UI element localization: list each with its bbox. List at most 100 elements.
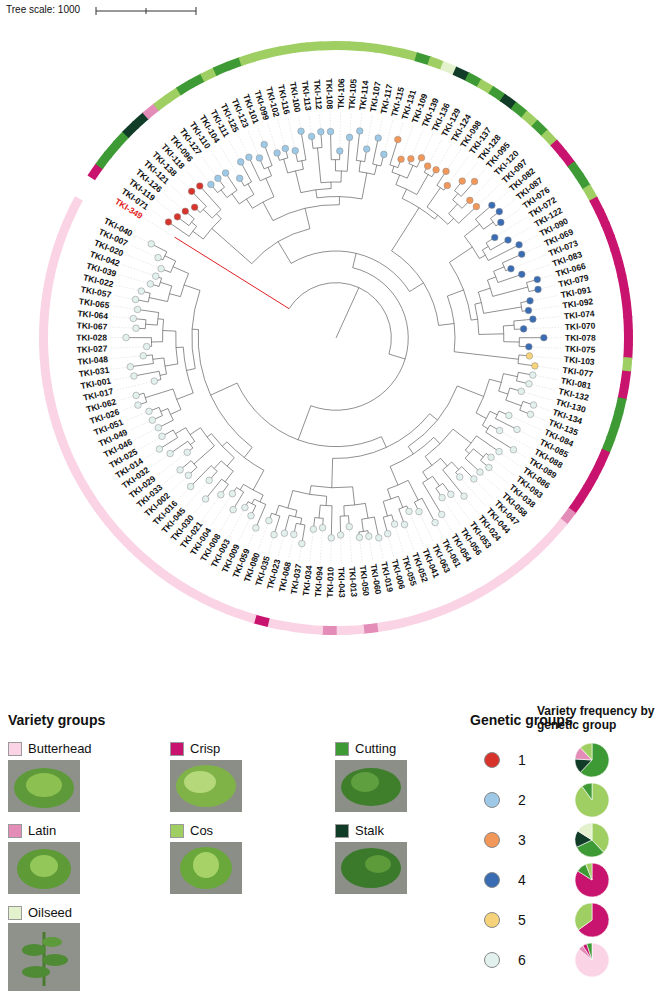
- genetic-dot: [149, 417, 156, 424]
- branch-arc: [237, 487, 244, 492]
- legend-label: 1: [518, 752, 526, 768]
- branch-line: [422, 498, 435, 522]
- branch-line: [471, 319, 478, 321]
- leader-line: [533, 385, 556, 390]
- branch-line: [301, 131, 306, 160]
- genetic-dot: [191, 204, 198, 211]
- branch-arc: [317, 197, 362, 199]
- branch-line: [260, 495, 263, 502]
- leader-line: [139, 438, 158, 449]
- legend-label: 5: [518, 912, 526, 928]
- branch-arc: [499, 374, 504, 391]
- genetic-dot: [488, 454, 495, 461]
- genetic-dot: [526, 381, 533, 388]
- leader-line: [350, 531, 352, 564]
- leader-line: [523, 235, 538, 243]
- genetic-dot: [185, 472, 192, 479]
- branch-arc: [298, 160, 306, 162]
- branch-line: [343, 506, 344, 516]
- genetic-dot: [448, 491, 455, 498]
- branch-arc: [168, 408, 173, 420]
- branch-arc: [173, 430, 177, 438]
- branch-line: [375, 165, 377, 175]
- branch-arc: [390, 437, 434, 466]
- branch-line: [503, 374, 517, 377]
- variety-ring: [39, 41, 633, 635]
- leader-line: [112, 367, 126, 369]
- genetic-dot: [506, 412, 513, 419]
- leader-line: [339, 112, 341, 147]
- branch-line: [452, 462, 459, 470]
- branch-line: [353, 487, 355, 505]
- genetic-dot: [134, 306, 141, 313]
- leader-line: [483, 475, 501, 492]
- leaf-label: TKI-078: [565, 332, 611, 344]
- branch-arc: [321, 181, 341, 183]
- branch-line: [193, 231, 203, 239]
- genetic-dot: [375, 135, 382, 142]
- pie-slice: [580, 743, 609, 777]
- branch-line: [310, 486, 311, 495]
- branch-line: [503, 325, 514, 327]
- branch-line: [240, 484, 243, 489]
- pie-slice: [575, 759, 592, 772]
- ring-segment: [40, 357, 50, 373]
- leader-line: [193, 163, 208, 182]
- genetic-dot: [541, 334, 548, 341]
- genetic-dot: [406, 508, 413, 515]
- leader-line: [238, 134, 247, 153]
- leader-line: [134, 429, 155, 439]
- genetic-dot: [526, 343, 533, 350]
- branch-line: [176, 347, 183, 348]
- branch-line: [504, 341, 520, 342]
- genetic-dot: [471, 178, 478, 185]
- branch-arc: [443, 462, 452, 470]
- branch-arc: [503, 326, 504, 342]
- plant: [341, 848, 401, 888]
- legend-swatch: [335, 742, 349, 756]
- leader-line: [473, 176, 494, 198]
- branch-arc: [392, 172, 407, 178]
- leader-line: [278, 120, 285, 145]
- branch-line: [484, 307, 522, 313]
- leader-line: [248, 532, 254, 547]
- photo-frame: [170, 760, 242, 812]
- plant: [341, 768, 401, 806]
- plant: [30, 855, 58, 877]
- genetic-dot: [206, 477, 213, 484]
- plant: [17, 849, 71, 889]
- branch-arc: [409, 164, 417, 168]
- branch-arc: [475, 304, 479, 334]
- leader-line: [299, 548, 301, 561]
- branch-line: [305, 208, 310, 228]
- legend-swatch: [8, 906, 22, 920]
- leader-line: [229, 511, 243, 537]
- genetic-dot: [310, 526, 317, 533]
- branch-arc: [359, 531, 368, 532]
- branch-line: [186, 369, 195, 371]
- leader-line: [360, 113, 362, 127]
- branch-arc: [279, 505, 297, 510]
- leader-line: [116, 285, 137, 290]
- branch-arc: [333, 414, 430, 459]
- leader-line: [186, 483, 207, 506]
- branch-arc: [145, 320, 147, 329]
- ring-segment: [41, 370, 52, 386]
- leader-line: [380, 542, 384, 559]
- branch-line: [434, 437, 440, 443]
- genetic-dot: [131, 373, 138, 380]
- legend-label: Cos: [190, 823, 213, 839]
- photo-cutting: [335, 760, 407, 812]
- branch-line: [389, 354, 405, 359]
- genetic-dot: [246, 154, 253, 161]
- genetic-dot: [376, 535, 383, 542]
- branch-line: [252, 499, 254, 504]
- branch-arc: [151, 338, 152, 347]
- pie-slice: [575, 783, 609, 817]
- genetic-dot: [328, 535, 335, 542]
- ring-segment: [349, 625, 365, 635]
- branch-line: [433, 476, 440, 486]
- leader-line: [542, 285, 556, 288]
- branch-line: [499, 391, 508, 394]
- branch-arc: [218, 187, 225, 192]
